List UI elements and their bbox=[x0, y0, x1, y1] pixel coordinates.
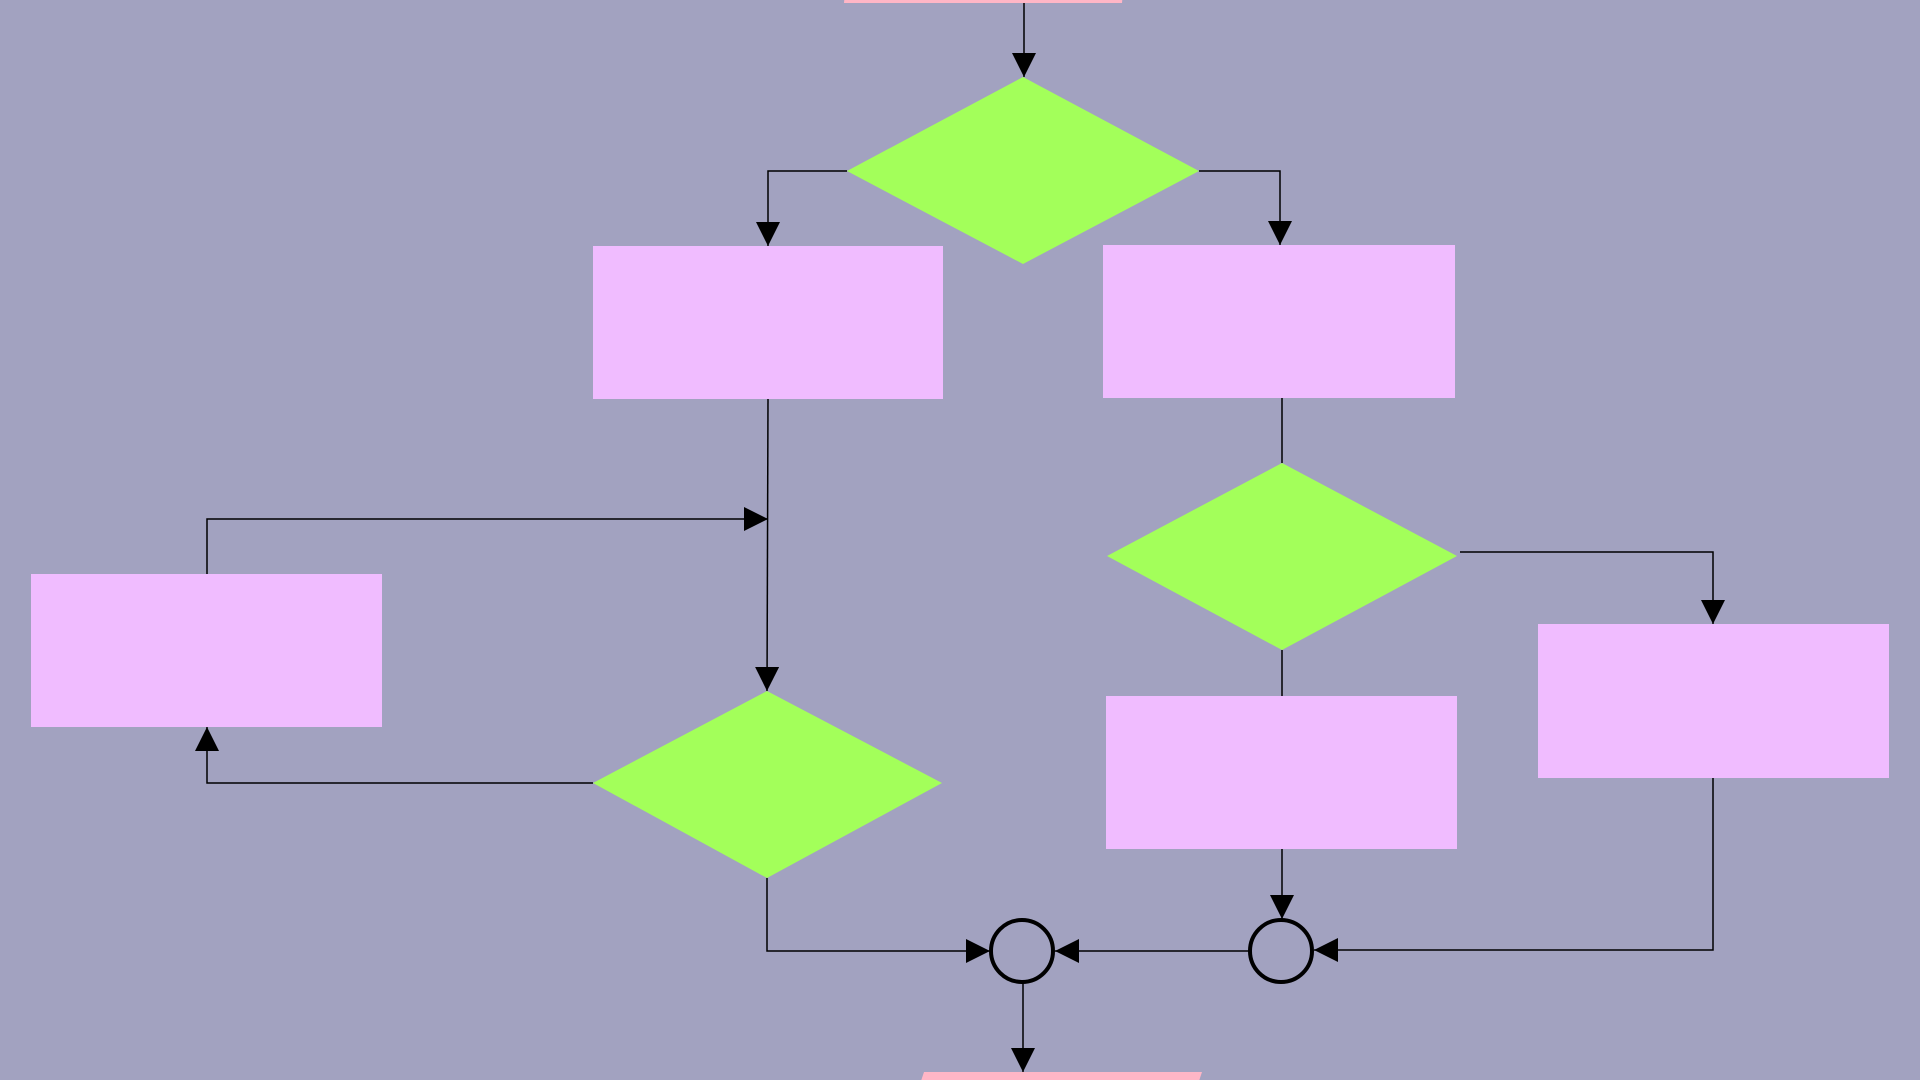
process-box-right-top[interactable] bbox=[1103, 245, 1455, 398]
connector-decision3-down bbox=[766, 878, 990, 963]
process-box-middle-right[interactable] bbox=[1106, 696, 1457, 849]
process-box-far-left[interactable] bbox=[31, 574, 382, 727]
connector-farleft-loop bbox=[206, 507, 768, 574]
connector-decision1-left bbox=[756, 170, 847, 246]
process-box-far-right[interactable] bbox=[1538, 624, 1889, 778]
end-terminal[interactable] bbox=[918, 1072, 1202, 1080]
start-terminal[interactable] bbox=[844, 0, 1124, 3]
junction-circle-2[interactable] bbox=[1248, 918, 1314, 984]
connector-decision3-left bbox=[195, 727, 593, 784]
decision-3[interactable] bbox=[593, 691, 942, 878]
process-box-left-top[interactable] bbox=[593, 246, 943, 399]
connector-farright-to-circle2 bbox=[1314, 778, 1714, 962]
connector-decision1-right bbox=[1199, 170, 1292, 245]
junction-circle-1[interactable] bbox=[989, 918, 1055, 984]
connector-decision2-right bbox=[1460, 551, 1725, 624]
decision-1[interactable] bbox=[847, 77, 1199, 264]
connector-lefttop-to-decision3 bbox=[755, 398, 780, 692]
decision-2[interactable] bbox=[1107, 463, 1457, 650]
